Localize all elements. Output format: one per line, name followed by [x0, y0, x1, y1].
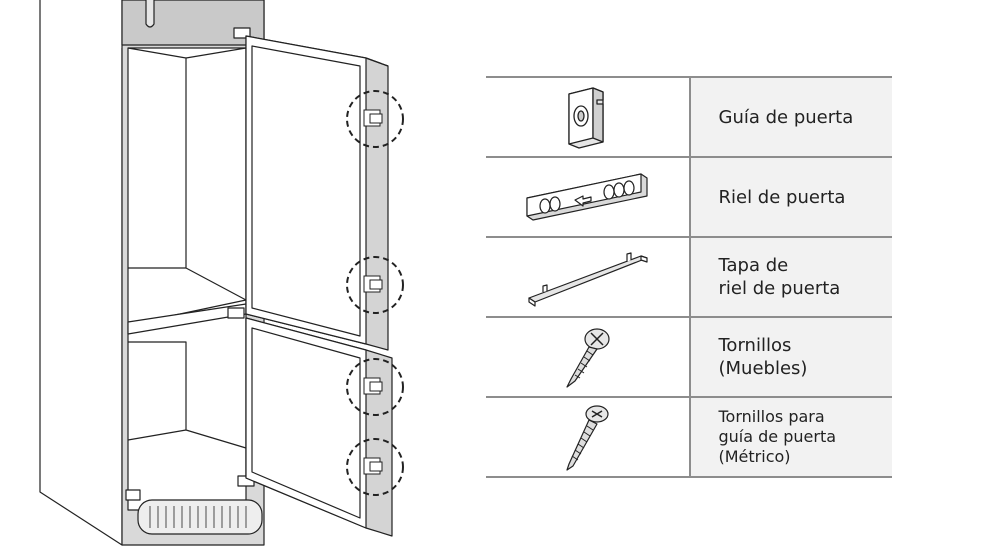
table-row: Tornillos (Muebles): [486, 317, 892, 398]
part-label-furniture-screws: Tornillos (Muebles): [689, 317, 892, 398]
table-row: Tornillos para guía de puerta (Métrico): [486, 397, 892, 478]
rail-cover-icon: [486, 237, 691, 318]
highlight-circle-4: [346, 438, 404, 496]
table-row: Tapa de riel de puerta: [486, 237, 892, 318]
metric-screw-icon: [486, 397, 691, 478]
highlight-circle-2: [346, 256, 404, 314]
part-label-metric-screws: Tornillos para guía de puerta (Métrico): [689, 397, 892, 478]
table-row: Riel de puerta: [486, 157, 892, 238]
door-rail-icon: [486, 157, 691, 238]
part-label-door-guide: Guía de puerta: [689, 76, 892, 158]
parts-table: Guía de puerta Riel de puerta: [486, 76, 892, 478]
part-label-rail-cover: Tapa de riel de puerta: [689, 237, 892, 318]
table-row: Guía de puerta: [486, 76, 892, 158]
cabinet-illustration: [39, 0, 404, 546]
furniture-screw-icon: [486, 317, 691, 398]
door-guide-icon: [486, 76, 691, 158]
highlight-circle-3: [346, 358, 404, 416]
highlight-circle-1: [346, 90, 404, 148]
part-label-door-rail: Riel de puerta: [689, 157, 892, 238]
